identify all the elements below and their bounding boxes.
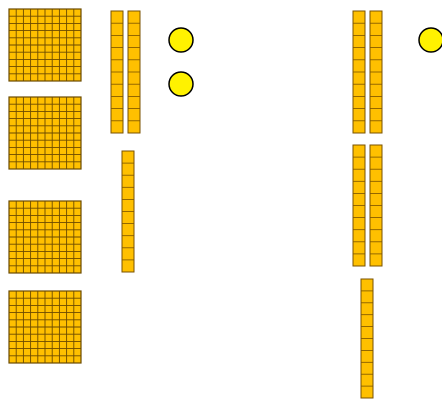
- ten-rod: [353, 11, 365, 133]
- hundred-block: [9, 9, 81, 81]
- ten-rod: [128, 11, 140, 133]
- left-group: [9, 9, 193, 363]
- hundred-block: [9, 201, 81, 273]
- ten-rod: [370, 11, 382, 133]
- ten-rod: [361, 279, 373, 398]
- unit-circle: [169, 28, 193, 52]
- hundred-block: [9, 291, 81, 363]
- right-group: [353, 11, 442, 398]
- unit-circle: [169, 72, 193, 96]
- ten-rod: [370, 145, 382, 266]
- ten-rod: [111, 11, 123, 133]
- unit-circle: [419, 28, 442, 52]
- hundred-block: [9, 97, 81, 169]
- ten-rod: [353, 145, 365, 266]
- ten-rod: [122, 151, 134, 272]
